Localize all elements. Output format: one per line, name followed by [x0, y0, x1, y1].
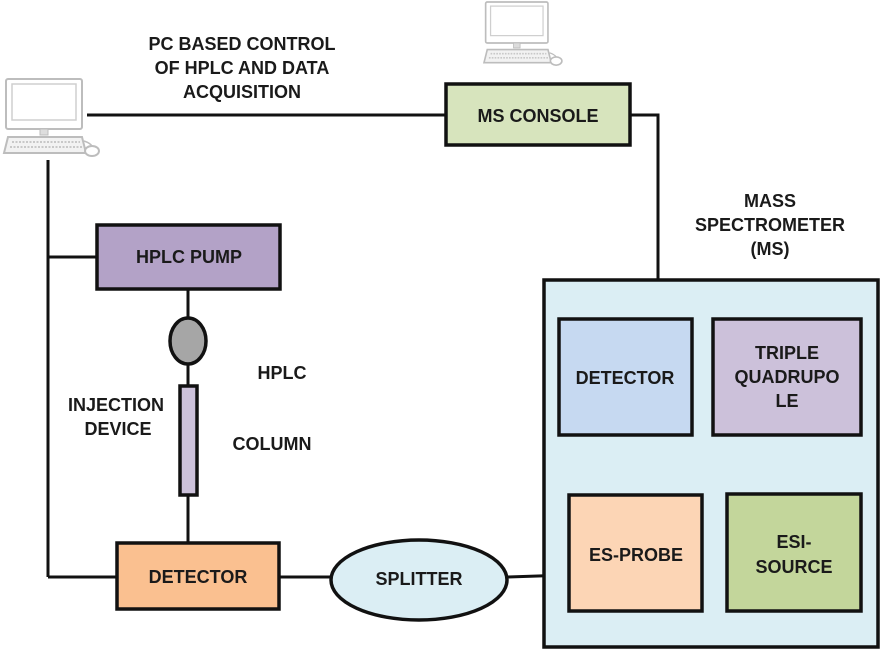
pc-control-line-3: ACQUISITION: [183, 82, 301, 102]
wire-console-to-ms-detector: [631, 113, 660, 320]
triple-quadrupole-line-1: TRIPLE: [755, 343, 819, 363]
triple-quadrupole-line-3: LE: [775, 391, 798, 411]
es-probe-label: ES-PROBE: [589, 545, 683, 565]
ms-label-line-3: (MS): [751, 239, 790, 259]
hplc-detector: DETECTOR: [115, 541, 281, 611]
mass-spectrometer-label: MASS SPECTROMETER (MS): [695, 191, 845, 259]
hplc-pump-box: [95, 223, 282, 291]
pc-control-line-2: OF HPLC AND DATA: [155, 58, 330, 78]
ms-label-line-2: SPECTROMETER: [695, 215, 845, 235]
column-label: COLUMN: [233, 434, 312, 454]
hplc-column: [178, 384, 199, 497]
esi-source: ESI- SOURCE: [725, 492, 863, 613]
splitter: SPLITTER: [329, 538, 509, 622]
computer-icon: [3, 78, 100, 157]
injection-label-line-2: DEVICE: [84, 419, 151, 439]
splitter-ellipse: [329, 538, 509, 622]
computer-icon: [483, 1, 563, 66]
hplc-pump: HPLC PUMP: [95, 223, 282, 291]
ms-detector-label: DETECTOR: [576, 368, 675, 388]
ms-console-box: [444, 82, 632, 147]
injection-label-line-1: INJECTION: [68, 395, 164, 415]
ms-console: MS CONSOLE: [444, 82, 632, 147]
esi-source-line-1: ESI-: [776, 532, 811, 552]
pc-control-label: PC BASED CONTROL OF HPLC AND DATA ACQUIS…: [148, 34, 335, 102]
esi-source-line-2: SOURCE: [755, 557, 832, 577]
hplc-label: HPLC: [258, 363, 307, 383]
ms-detector: DETECTOR: [557, 317, 694, 437]
hplc-detector-label: DETECTOR: [149, 567, 248, 587]
hplc-pump-label: HPLC PUMP: [136, 247, 242, 267]
injection-valve: [168, 316, 208, 366]
esi-source-box: [725, 492, 863, 613]
ms-detector-box: [557, 317, 694, 437]
es-probe-box: [567, 493, 704, 613]
pc-control-line-1: PC BASED CONTROL: [148, 34, 335, 54]
triple-quadrupole-box: [711, 317, 863, 437]
triple-quadrupole: TRIPLE QUADRUPO LE: [711, 317, 863, 437]
splitter-label: SPLITTER: [375, 569, 462, 589]
ms-console-label: MS CONSOLE: [477, 106, 598, 126]
hplc-detector-box: [115, 541, 281, 611]
triple-quadrupole-line-2: QUADRUPO: [734, 367, 839, 387]
ms-label-line-1: MASS: [744, 191, 796, 211]
es-probe: ES-PROBE: [567, 493, 704, 613]
